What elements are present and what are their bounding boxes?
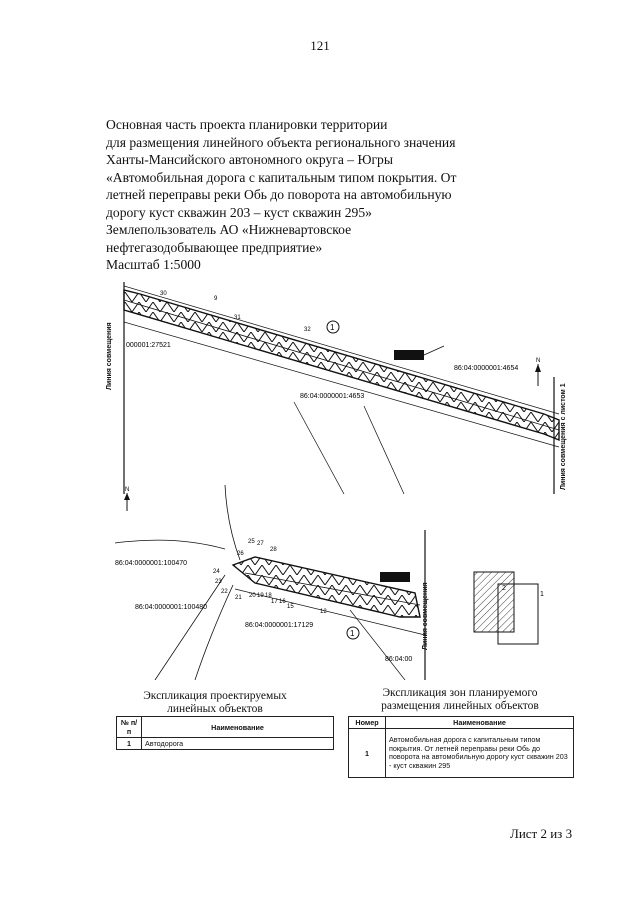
table-left-caption: Экспликация проектируемых линейных объек… bbox=[115, 690, 315, 716]
point-label: 16 bbox=[279, 599, 286, 605]
side-label: Линия совмещения bbox=[106, 322, 113, 390]
parcel-label: 86:04:00 bbox=[385, 656, 412, 663]
heading-line: Землепользователь АО «Нижневартовское bbox=[106, 222, 352, 237]
table-row: 1 Автомобильная дорога с капитальным тип… bbox=[348, 728, 574, 778]
point-label: 25 bbox=[248, 539, 255, 545]
caption-line: линейных объектов bbox=[167, 703, 263, 715]
table-cell: 1 bbox=[116, 737, 142, 750]
point-label: 22 bbox=[221, 589, 228, 595]
table-header: Наименование bbox=[385, 716, 574, 729]
caption-line: размещения линейных объектов bbox=[381, 700, 539, 712]
table-right-caption: Экспликация зон планируемого размещения … bbox=[345, 687, 575, 713]
north-label: N bbox=[125, 487, 129, 493]
point-label: 18 bbox=[265, 593, 272, 599]
table-cell: Автомобильная дорога с капитальным типом… bbox=[385, 728, 574, 778]
parcel-label: 000001:27521 bbox=[126, 342, 171, 349]
point-label: 12 bbox=[320, 609, 327, 615]
parcel-label: 86:04:0000001:100470 bbox=[115, 560, 187, 567]
parcel-label: 86:04:0000001:4654 bbox=[454, 365, 518, 372]
map-top: 1 30 9 31 32 000001:27521 86:04:0000001:… bbox=[123, 282, 560, 494]
heading-line: Масштаб 1:5000 bbox=[106, 257, 201, 272]
document-heading: Основная часть проекта планировки террит… bbox=[106, 116, 506, 274]
sheet-label: Лист 2 из 3 bbox=[510, 826, 573, 841]
table-cell: 1 bbox=[348, 728, 386, 778]
north-arrow-icon bbox=[535, 364, 541, 372]
point-label: 30 bbox=[160, 291, 167, 297]
heading-line: нефтегазодобывающее предприятие» bbox=[106, 239, 323, 255]
point-label: 24 bbox=[213, 569, 220, 575]
heading-line: «Автомобильная дорога с капитальным типо… bbox=[106, 169, 457, 185]
heading-line: для размещения линейного объекта региона… bbox=[106, 134, 456, 150]
map-bottom: 1 25 27 28 26 24 23 22 21 20 19 18 17 16… bbox=[115, 485, 426, 680]
point-label: 17 bbox=[271, 599, 278, 605]
point-label: 20 bbox=[249, 593, 256, 599]
point-label: 32 bbox=[304, 327, 311, 333]
point-label: 15 bbox=[287, 604, 294, 610]
heading-line: Ханты-Мансийского автономного округа – Ю… bbox=[106, 152, 393, 167]
caption-line: Экспликация зон планируемого bbox=[382, 687, 538, 699]
inset-sheet-index: 2 1 bbox=[473, 571, 544, 645]
point-label: 27 bbox=[257, 541, 264, 547]
heading-line: дорогу куст скважин 203 – куст скважин 2… bbox=[106, 204, 372, 220]
side-label: Линия совмещения bbox=[422, 582, 429, 650]
point-label: 23 bbox=[215, 579, 222, 585]
north-arrow-icon bbox=[124, 493, 130, 500]
point-label: 26 bbox=[237, 551, 244, 557]
caption-line: Экспликация проектируемых bbox=[143, 690, 287, 702]
page-number: 121 bbox=[310, 38, 330, 53]
inset-label: 1 bbox=[540, 591, 544, 598]
heading-line: летней переправы реки Обь до поворота на… bbox=[106, 187, 452, 202]
parcel-label: 86:04:0000001:4653 bbox=[300, 393, 364, 400]
side-label: Линия совмещения с листом 1 bbox=[560, 383, 567, 490]
parcel-label: 86:04:0000001:100480 bbox=[135, 604, 207, 611]
point-label: 19 bbox=[257, 593, 264, 599]
table-header: Наименование bbox=[141, 716, 334, 738]
table-header: № п/п bbox=[116, 716, 142, 738]
parcel-label: 86:04:0000001:17129 bbox=[245, 622, 313, 629]
north-label: N bbox=[536, 358, 540, 364]
inset-label: 2 bbox=[502, 585, 506, 592]
point-label: 9 bbox=[214, 296, 218, 302]
point-label: 21 bbox=[235, 595, 242, 601]
table-header: Номер bbox=[348, 716, 386, 729]
table-cell: Автодорога bbox=[141, 737, 334, 750]
table-row: 1 Автодорога bbox=[116, 737, 334, 750]
point-label: 28 bbox=[270, 547, 277, 553]
zone-number: 1 bbox=[330, 323, 335, 332]
heading-line: Основная часть проекта планировки террит… bbox=[106, 117, 388, 132]
point-label: 31 bbox=[234, 315, 241, 321]
zone-number: 1 bbox=[350, 629, 355, 638]
table-right: Номер Наименование 1 Автомобильная дорог… bbox=[348, 716, 574, 778]
table-left: № п/п Наименование 1 Автодорога bbox=[116, 716, 334, 750]
